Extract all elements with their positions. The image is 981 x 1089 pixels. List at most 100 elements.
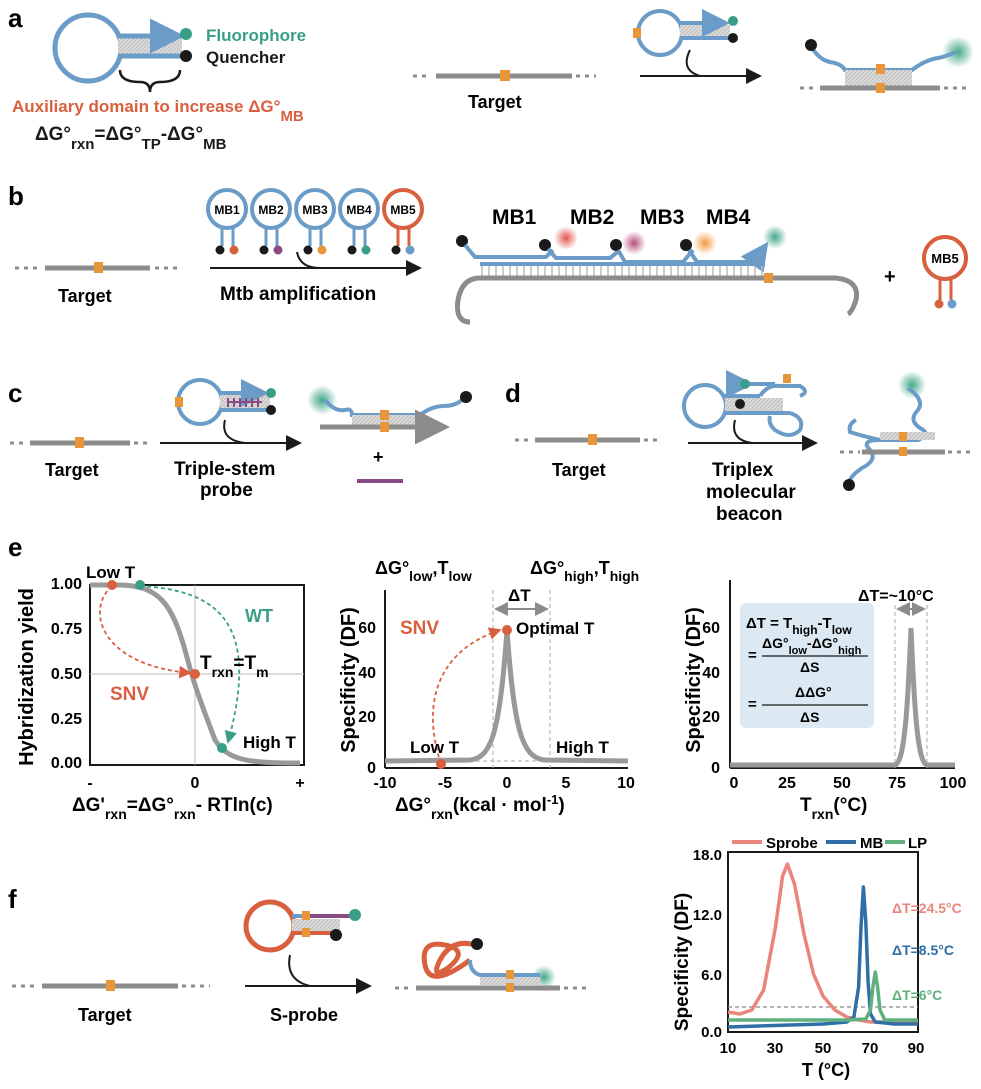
- plot-e3-curve: [730, 627, 955, 768]
- plot-e1-point-mid: [190, 669, 200, 679]
- panel-d-arrow-hook: [733, 419, 753, 444]
- bound-mb4-label: MB4: [706, 206, 751, 229]
- series-lp-line: [728, 970, 918, 1022]
- series-sprobe-line: [727, 862, 918, 1024]
- panel-d-arrow-label-3: beacon: [716, 504, 783, 525]
- panel-letter-f: f: [8, 884, 17, 914]
- plot-e3-ylabel: Specificity (DF): [683, 607, 705, 753]
- annotation-lp: ΔT=6°C: [892, 987, 942, 1003]
- plot-e1: 1.00 0.75 0.50 0.25 0.00 - 0 + Hybridiza…: [16, 563, 305, 822]
- plot-e2-ytick-0: 0: [367, 760, 376, 777]
- plot-e2-arrow: [432, 627, 502, 765]
- bound-mb1-label: MB1: [492, 206, 537, 229]
- plot-e2-snv: SNV: [400, 618, 439, 639]
- plot-e3-ytick-0: 0: [711, 760, 720, 777]
- plot-e2-xtick-4: 10: [617, 775, 635, 792]
- brace: [118, 69, 182, 93]
- panel-letter-d: d: [505, 378, 521, 408]
- panel-a-arrow-hook: [685, 49, 701, 77]
- plot-e3-eq2-num: ΔG°low-ΔG°high: [762, 635, 862, 657]
- triplex-beacon: [682, 370, 807, 437]
- mb1-label: MB1: [214, 203, 240, 217]
- plot-e2-ytick-3: 60: [358, 620, 376, 637]
- panel-f-target-label: Target: [78, 1005, 132, 1025]
- panel-f-ytick-3: 18.0: [693, 847, 722, 864]
- bound-mb3-label: MB3: [640, 206, 684, 229]
- panel-c-arrow-label-1: Triple-stem: [174, 459, 275, 480]
- plot-e3-xtick-1: 25: [778, 775, 796, 792]
- panel-f-product: [395, 938, 590, 992]
- s-probe: [243, 899, 361, 953]
- plot-e1-ytick-1: 0.75: [51, 621, 82, 638]
- annotation-sprobe: ΔT=24.5°C: [892, 900, 962, 916]
- plot-e2-top-right: ΔG°high,Thigh: [530, 558, 639, 584]
- legend-lp: LP: [908, 835, 927, 852]
- panel-d-target: [515, 434, 662, 445]
- plot-e1-wt-label: WT: [245, 606, 273, 626]
- aux-domain-label: Auxiliary domain to increase ΔG°MB: [12, 97, 304, 125]
- panel-a-target-label: Target: [468, 92, 522, 112]
- plot-e2-xtick-1: -5: [438, 775, 452, 792]
- panel-f-xtick-0: 10: [720, 1040, 737, 1057]
- plot-e3-eq-box: [740, 603, 874, 728]
- panel-f-xtick-1: 30: [767, 1040, 784, 1057]
- panel-c-product: [307, 385, 472, 445]
- plot-e1-snv-label: SNV: [110, 684, 149, 705]
- panel-b-arrow-label: Mtb amplification: [220, 284, 376, 305]
- panel-d-arrow-label-1: Triplex: [712, 460, 774, 481]
- panel-f-chart: 18.0 12.0 6.0 0.0 10 30 50 70 90 Specifi…: [672, 835, 962, 1080]
- plot-e1-ytick-2: 0.50: [51, 666, 82, 683]
- panel-a-hybrid: [800, 36, 974, 93]
- quencher-label: Quencher: [206, 48, 286, 67]
- plot-e3-eq3-sign: =: [748, 696, 757, 713]
- plot-e1-point-wt: [135, 580, 145, 590]
- panel-c-target: [10, 437, 150, 448]
- quencher-dot: [180, 50, 192, 62]
- plot-e3-delta: ΔT=~10°C: [858, 588, 934, 605]
- plot-e3-eq3-num: ΔΔG°: [795, 684, 832, 700]
- plot-e2-high-t: High T: [556, 738, 609, 757]
- panel-b-target: [15, 262, 182, 273]
- panel-f-ytick-0: 0.0: [701, 1024, 722, 1041]
- panel-c-arrow-label-2: probe: [200, 480, 253, 501]
- panel-b-complex: MB1 MB2 MB3 MB4: [455, 206, 860, 325]
- panel-letter-a: a: [8, 3, 23, 33]
- plot-e2-top-left: ΔG°low,Tlow: [375, 558, 472, 584]
- plot-e2-xtick-2: 0: [503, 775, 512, 792]
- panel-f-arrow-label: S-probe: [270, 1005, 338, 1025]
- delta-g-equation: ΔG°rxn=ΔG°TP-ΔG°MB: [35, 124, 227, 153]
- plot-e3-xtick-3: 75: [888, 775, 906, 792]
- panel-f-xtick-2: 50: [815, 1040, 832, 1057]
- panel-letter-e: e: [8, 532, 22, 562]
- plot-e2-ylabel: Specificity (DF): [338, 607, 360, 753]
- panel-f-xtick-3: 70: [862, 1040, 879, 1057]
- panel-f-target: [12, 980, 210, 991]
- plot-e2-ytick-2: 40: [358, 665, 376, 682]
- beacon-mb1: MB1: [206, 188, 248, 255]
- plot-e2-point-opt: [502, 625, 512, 635]
- beacon-mb3: MB3: [294, 188, 336, 255]
- beacon-mb4: MB4: [338, 188, 380, 255]
- plot-e2: 0 20 40 60 -10 -5 0 5 10 Specificity (DF…: [338, 558, 639, 822]
- plot-e2-low-t: Low T: [410, 738, 460, 757]
- plot-e1-point-low: [107, 580, 117, 590]
- plot-e1-ylabel: Hybridization yield: [16, 588, 38, 766]
- panel-letter-b: b: [8, 181, 24, 211]
- plot-e3-xlabel: Trxn(°C): [800, 795, 867, 822]
- panel-letter-c: c: [8, 378, 22, 408]
- free-mb5-label: MB5: [931, 251, 958, 266]
- triple-stem-probe: [175, 378, 276, 426]
- plot-e3-ytick-3: 60: [702, 620, 720, 637]
- plot-e3-eq1: ΔT = Thigh-Tlow: [746, 615, 852, 637]
- plot-e3-xtick-4: 100: [940, 775, 967, 792]
- plot-e1-curve: [90, 582, 301, 766]
- plot-e1-high-t: High T: [243, 733, 296, 752]
- plot-e3-ytick-2: 40: [702, 665, 720, 682]
- legend-sprobe: Sprobe: [766, 835, 818, 852]
- mb4-label: MB4: [346, 203, 372, 217]
- fluorophore-dot: [180, 28, 192, 40]
- aux-sub: MB: [280, 108, 303, 125]
- panel-a-hairpin: [52, 12, 192, 93]
- plot-e1-xlabel: ΔG'rxn=ΔG°rxn- RTln(c): [72, 795, 273, 822]
